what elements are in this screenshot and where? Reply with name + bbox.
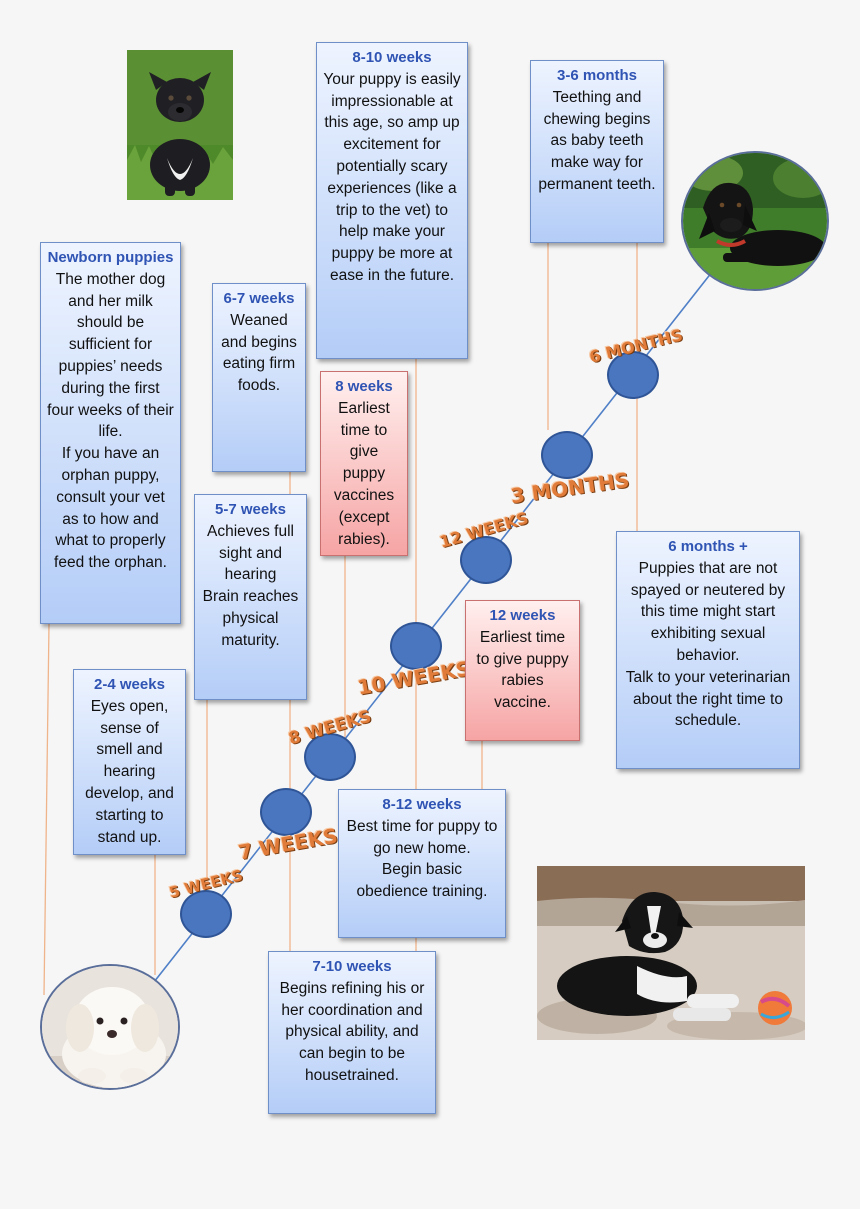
stage-box-12-weeks: 12 weeks Earliest time to give puppy rab… — [465, 600, 580, 741]
stage-box-6-7-weeks: 6-7 weeks Weaned and begins eating firm … — [212, 283, 306, 472]
stage-text: Puppies that are not spayed or neutered … — [623, 558, 793, 732]
stage-box-6-months-plus: 6 months + Puppies that are not spayed o… — [616, 531, 800, 769]
stage-text: Earliest time to give puppy vaccines (ex… — [327, 398, 401, 551]
milestone-dot-3-months — [541, 431, 593, 479]
stage-box-newborn: Newborn puppies The mother dog and her m… — [40, 242, 181, 624]
stage-heading: 12 weeks — [472, 605, 573, 627]
stage-box-3-6-months: 3-6 months Teething and chewing begins a… — [530, 60, 664, 243]
puppy-on-sand-photo — [537, 866, 807, 1040]
stage-heading: 6-7 weeks — [219, 288, 299, 310]
stage-box-8-10-weeks: 8-10 weeks Your puppy is easily impressi… — [316, 42, 468, 359]
stage-text: Weaned and begins eating firm foods. — [219, 310, 299, 397]
stage-box-8-weeks: 8 weeks Earliest time to give puppy vacc… — [320, 371, 408, 556]
white-puppy-photo — [40, 964, 180, 1090]
stage-heading: 8 weeks — [327, 376, 401, 398]
stage-text: Best time for puppy to go new home. Begi… — [345, 816, 499, 903]
stage-heading: Newborn puppies — [47, 247, 174, 269]
puppy-sitting-grass-photo — [127, 50, 233, 200]
stage-text: Begins refining his or her coordination … — [275, 978, 429, 1087]
stage-text: Teething and chewing begins as baby teet… — [537, 87, 657, 196]
stage-box-8-12-weeks: 8-12 weeks Best time for puppy to go new… — [338, 789, 506, 938]
stage-text: Achieves full sight and hearing Brain re… — [201, 521, 300, 652]
stage-box-2-4-weeks: 2-4 weeks Eyes open, sense of smell and … — [73, 669, 186, 855]
stage-box-5-7-weeks: 5-7 weeks Achieves full sight and hearin… — [194, 494, 307, 700]
stage-heading: 7-10 weeks — [275, 956, 429, 978]
stage-text: The mother dog and her milk should be su… — [47, 269, 174, 574]
dog-lying-grass-photo — [681, 151, 829, 291]
stage-heading: 5-7 weeks — [201, 499, 300, 521]
stage-text: Earliest time to give puppy rabies vacci… — [472, 627, 573, 714]
connector-line — [44, 624, 49, 995]
stage-heading: 8-10 weeks — [323, 47, 461, 69]
stage-box-7-10-weeks: 7-10 weeks Begins refining his or her co… — [268, 951, 436, 1114]
stage-heading: 3-6 months — [537, 65, 657, 87]
stage-text: Your puppy is easily impressionable at t… — [323, 69, 461, 287]
stage-text: Eyes open, sense of smell and hearing de… — [80, 696, 179, 849]
stage-heading: 6 months + — [623, 536, 793, 558]
stage-heading: 2-4 weeks — [80, 674, 179, 696]
stage-heading: 8-12 weeks — [345, 794, 499, 816]
